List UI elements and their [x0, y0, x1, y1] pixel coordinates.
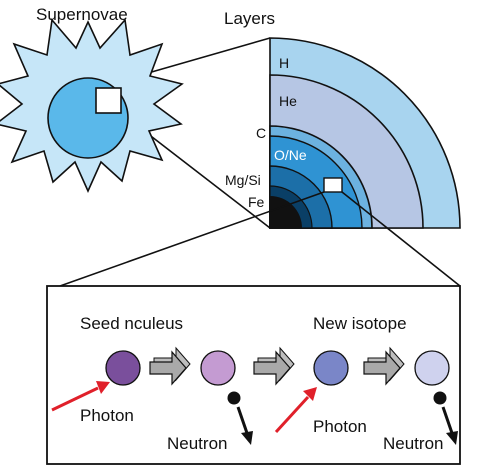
photon-arrow-2	[274, 387, 317, 434]
new-isotope-nucleus	[313, 350, 349, 386]
photon-arrow-1	[51, 381, 110, 412]
step-arrow-3	[363, 346, 405, 386]
nucleus-excited	[200, 350, 236, 386]
layer-fe-label: Fe	[248, 194, 265, 210]
layer-core	[270, 196, 302, 228]
neutron-emission-1	[227, 391, 253, 445]
zoom-line-right	[341, 191, 461, 287]
layers-quadrant	[269, 37, 461, 229]
layer-c-label: C	[256, 125, 266, 141]
layers-label: Layers	[224, 9, 275, 28]
step-arrow-1	[149, 346, 191, 386]
layer-h-label: H	[279, 55, 289, 71]
supernova-star	[0, 18, 184, 193]
neutron-label-2: Neutron	[383, 434, 443, 453]
layer-zoom-box	[323, 177, 343, 193]
supernovae-label: Supernovae	[36, 5, 128, 24]
photon-label-1: Photon	[80, 406, 134, 425]
step-arrow-2	[253, 346, 295, 386]
neutron-dot-2	[433, 391, 447, 405]
layer-one-label: O/Ne	[274, 147, 307, 163]
layer-mgsi-label: Mg/Si	[225, 172, 261, 188]
zoom-line-left	[59, 191, 325, 287]
neutron-dot-1	[227, 391, 241, 405]
star-zoom-box	[95, 87, 122, 114]
seed-nucleus-label: Seed nculeus	[80, 314, 183, 333]
photon-label-2: Photon	[313, 417, 367, 436]
neutron-emission-2	[433, 391, 458, 445]
new-isotope-label: New isotope	[313, 314, 407, 333]
neutron-label-1: Neutron	[167, 434, 227, 453]
seed-nucleus	[105, 350, 141, 386]
nucleus-final	[414, 350, 450, 386]
layer-he-label: He	[279, 93, 297, 109]
